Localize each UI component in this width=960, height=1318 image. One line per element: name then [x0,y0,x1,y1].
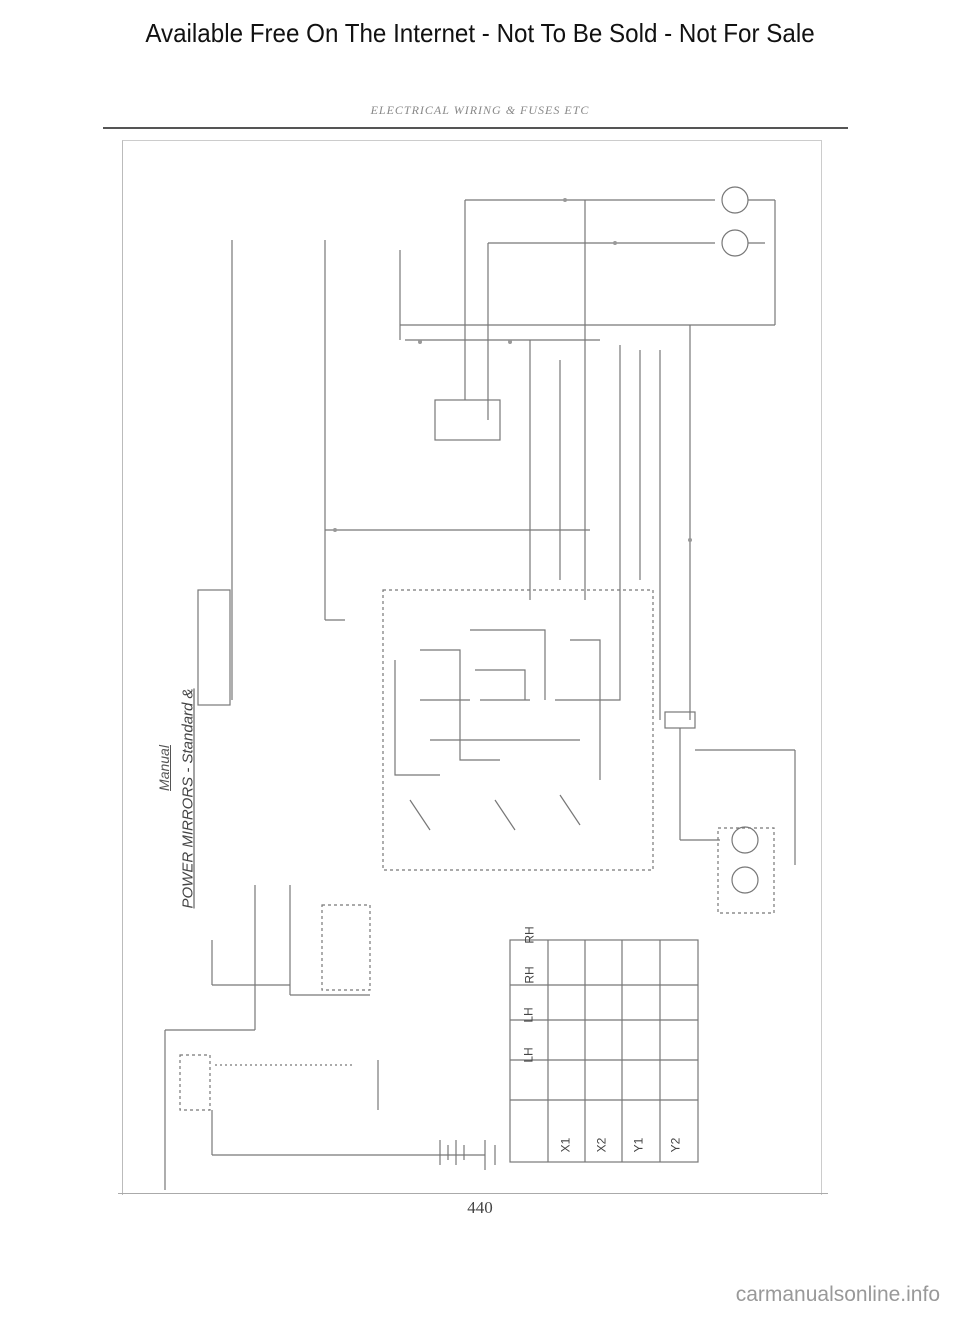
wire [570,639,601,780]
wire [394,660,440,776]
junction-dot [418,340,422,344]
wire [475,669,526,700]
mirror-motor-symbol [721,229,749,257]
switch-logic-table [509,939,699,1163]
wire [559,794,581,826]
mirror-motor-symbol [721,186,749,214]
mirror-motor-symbol [731,866,759,894]
diagram-subtitle: Manual [156,745,172,791]
table-col-header: LH [521,1047,536,1063]
table-col-header: RH [522,926,537,944]
mirror-motor-symbol [731,826,759,854]
fuse-box [179,1054,211,1111]
table-col-header: LH [521,1007,536,1023]
wire [555,600,621,701]
mirror-unit-box [717,827,775,914]
wire [470,629,546,700]
junction-dot [688,538,692,542]
wire [409,799,431,831]
switch-box [197,589,231,706]
junction-dot [613,241,617,245]
free-availability-banner: Available Free On The Internet - Not To … [145,18,815,48]
header-rule [103,127,848,129]
table-col-header: RH [522,966,537,984]
section-header-title: ELECTRICAL WIRING & FUSES ETC [370,103,590,117]
footer-watermark: carmanualsonline.info [735,1283,940,1306]
junction-dot [333,528,337,532]
connector-block [434,399,501,441]
diagram-frame-bottom [118,1193,828,1194]
wire [494,799,516,831]
page-number: 440 [467,1198,493,1217]
table-row-header: X1 [558,1137,573,1153]
diagram-title: POWER MIRRORS - Standard & [179,688,197,909]
junction-dot [563,198,567,202]
diagram-frame [122,140,822,1195]
table-row-header: X2 [594,1137,609,1153]
control-unit-box [382,589,654,871]
junction-dot [508,340,512,344]
table-row-header: Y1 [631,1137,646,1153]
relay-box [321,904,371,991]
wire [420,649,500,761]
table-row-header: Y2 [668,1137,683,1153]
